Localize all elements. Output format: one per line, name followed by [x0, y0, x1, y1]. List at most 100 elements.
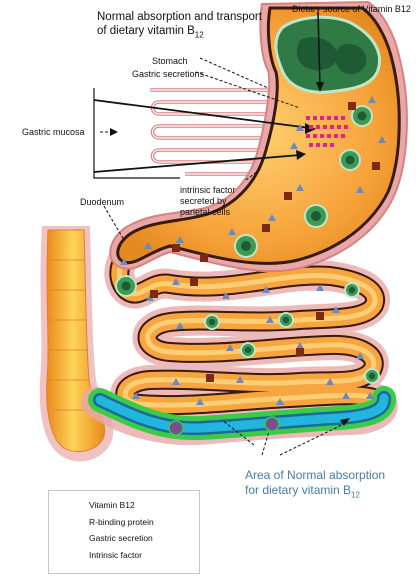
intrinsic-factor-marker	[326, 378, 334, 385]
small-intestine	[81, 223, 398, 446]
r-binding-protein-marker	[316, 312, 324, 320]
legend-label: Gastric secretion	[89, 533, 153, 543]
intrinsic-factor-marker	[262, 286, 270, 293]
gastric-secretion-marker	[320, 116, 324, 120]
gastric-secretion-marker	[323, 143, 327, 147]
absorption-area-line-2: for dietary vitamin B12	[245, 483, 385, 502]
gastric-secretion-marker	[316, 143, 320, 147]
absorption-area-line-1: Area of Normal absorption	[245, 468, 386, 482]
intrinsic-factor-marker	[356, 186, 364, 193]
intrinsic-factor-marker	[342, 392, 350, 399]
r-binding-protein-marker	[262, 224, 270, 232]
absorbed-vitamin-marker	[264, 416, 280, 432]
intrinsic-factor-marker	[236, 376, 244, 383]
absorption-area-label: Area of Normal absorption for dietary vi…	[245, 468, 385, 502]
gastric-secretions-label: Gastric secretions	[132, 69, 205, 79]
intrinsic-factor-marker	[268, 214, 276, 221]
r-binding-protein-marker	[200, 254, 208, 262]
legend-label: R-binding protein	[89, 517, 154, 527]
legend-label: Intrinsic factor	[89, 550, 142, 560]
gastric-secretion-marker	[313, 134, 317, 138]
gastric-secretion-marker	[341, 134, 345, 138]
vitamin-b12-core	[311, 211, 321, 221]
gastric-secretion-marker	[309, 143, 313, 147]
gastric-secretion-marker	[306, 116, 310, 120]
gastric-secretion-marker	[313, 116, 317, 120]
r-binding-protein-marker	[284, 192, 292, 200]
colon	[39, 226, 114, 462]
intrinsic-factor-marker	[276, 398, 284, 405]
intrinsic-factor-marker	[144, 242, 152, 249]
r-binding-protein-marker	[348, 102, 356, 110]
gastric-secretion-marker	[334, 134, 338, 138]
vitamin-b12-core	[241, 241, 251, 251]
vitamin-b12-core	[282, 316, 290, 324]
absorption-area-line-2-text: for dietary vitamin B	[245, 483, 352, 497]
legend-item-intrinsic-factor: Intrinsic factor	[49, 548, 199, 564]
legend-item-gastric-secretion: Gastric secretion	[49, 531, 199, 547]
gastric-secretion-marker	[323, 125, 327, 129]
gastric-secretion-marker	[334, 116, 338, 120]
stomach-label: Stomach	[152, 56, 188, 66]
diagram-title: Normal absorption and transport of dieta…	[97, 10, 262, 42]
gastric-secretion-marker	[330, 143, 334, 147]
gastric-secretion-marker	[316, 125, 320, 129]
intrinsic-factor-marker	[332, 306, 340, 313]
title-subscript: 12	[194, 30, 204, 40]
gastric-secretion-marker	[341, 116, 345, 120]
intrinsic-factor-marker	[172, 378, 180, 385]
intrinsic-factor-marker	[132, 392, 140, 399]
stomach	[109, 0, 408, 273]
gastric-secretion-marker	[327, 116, 331, 120]
intrinsic-factor-marker	[356, 352, 364, 359]
legend-item-vitamin-b12: Vitamin B12	[49, 498, 199, 514]
intrinsic-factor-marker	[120, 258, 128, 265]
intrinsic-factor-marker	[296, 342, 304, 349]
gastric-secretion-marker	[309, 125, 313, 129]
vitamin-b12-core	[345, 155, 355, 165]
gastric-secretion-marker	[320, 134, 324, 138]
gastric-secretion-marker	[344, 125, 348, 129]
intrinsic-factor-marker	[296, 184, 304, 191]
vitamin-b12-core	[348, 286, 356, 294]
gastric-mucosa-label: Gastric mucosa	[22, 127, 85, 137]
vitamin-b12-core	[208, 318, 216, 326]
intrinsic-factor-label-2: secreted by	[180, 196, 227, 206]
intrinsic-factor-marker	[378, 136, 386, 143]
intrinsic-factor-marker	[296, 124, 304, 131]
intrinsic-factor-marker	[196, 398, 204, 405]
vitamin-b12-core	[244, 346, 252, 354]
intrinsic-factor-marker	[176, 236, 184, 243]
gastric-secretion-marker	[330, 125, 334, 129]
r-binding-protein-marker	[190, 278, 198, 286]
intrinsic-factor-marker	[316, 284, 324, 291]
dietary-source-label: Dietary source of Vitamin B12	[292, 4, 411, 14]
gastric-secretion-marker	[337, 125, 341, 129]
gastric-secretion-marker	[306, 134, 310, 138]
intrinsic-factor-marker	[366, 392, 374, 399]
intrinsic-factor-label-3: parietal cells	[180, 207, 231, 217]
vitamin-b12-core	[368, 372, 376, 380]
intrinsic-factor-marker	[226, 344, 234, 351]
intrinsic-factor-marker	[228, 228, 236, 235]
intrinsic-factor-marker	[172, 278, 180, 285]
intrinsic-factor-marker	[176, 322, 184, 329]
r-binding-protein-marker	[372, 162, 380, 170]
duodenum-label: Duodenum	[80, 197, 125, 207]
intrinsic-factor-marker	[266, 316, 274, 323]
r-binding-protein-marker	[206, 374, 214, 382]
title-line-2: of dietary vitamin B12	[97, 24, 262, 42]
vitamin-b12-core	[121, 281, 131, 291]
legend: Vitamin B12 R-binding protein Gastric se…	[48, 490, 200, 574]
title-line-1: Normal absorption and transport	[97, 11, 262, 23]
r-binding-protein-marker	[296, 348, 304, 356]
legend-item-r-binding-protein: R-binding protein	[49, 515, 199, 531]
absorption-area-subscript: 12	[351, 490, 360, 500]
gastric-mucosa-folds	[150, 88, 275, 176]
gastric-secretion-marker	[327, 134, 331, 138]
absorbed-vitamin-marker	[168, 420, 184, 436]
r-binding-protein-marker	[150, 290, 158, 298]
intrinsic-factor-marker	[290, 142, 298, 149]
intrinsic-factor-marker	[222, 292, 230, 299]
vitamin-b12-core	[357, 111, 367, 121]
